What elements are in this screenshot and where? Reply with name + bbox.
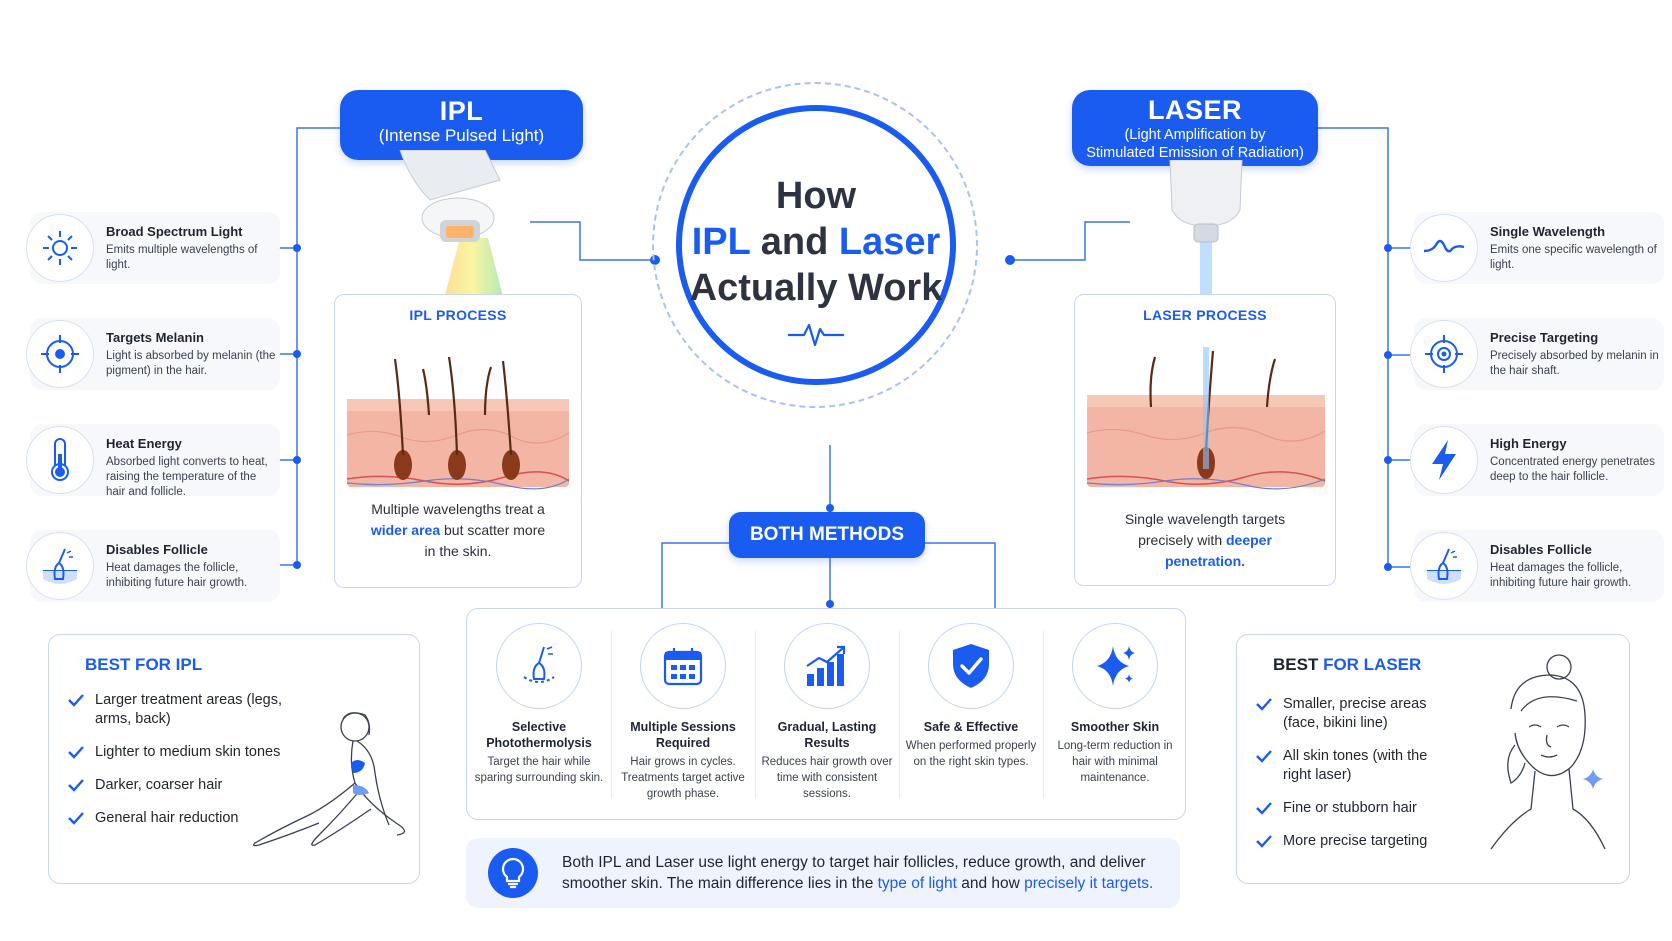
both-item-safe-effective: Safe & Effective When performed properly… bbox=[899, 609, 1043, 821]
calendar-icon bbox=[640, 623, 726, 709]
both-item-selective-photothermolysis: Selective Photothermolysis Target the ha… bbox=[467, 609, 611, 821]
check-icon bbox=[1256, 750, 1272, 763]
best-for-laser-list: Smaller, precise areas (face, bikini lin… bbox=[1255, 695, 1455, 865]
sparkle-icon bbox=[1072, 623, 1158, 709]
target-icon bbox=[26, 320, 94, 388]
check-icon bbox=[1256, 835, 1272, 848]
woman-sitting-illustration bbox=[253, 712, 406, 847]
list-item: Darker, coarser hair bbox=[67, 776, 297, 795]
both-item-gradual-results: Gradual, Lasting Results Reduces hair gr… bbox=[755, 609, 899, 821]
list-item: More precise targeting bbox=[1255, 832, 1455, 851]
both-methods-box: Selective Photothermolysis Target the ha… bbox=[466, 608, 1186, 820]
laser-skin-cross-section bbox=[1086, 347, 1326, 490]
check-icon bbox=[1256, 698, 1272, 711]
laser-feature-disables-follicle: Disables Follicle Heat damages the folli… bbox=[1410, 530, 1664, 602]
check-icon bbox=[1256, 802, 1272, 815]
center-title-circle: How IPL and Laser Actually Work bbox=[676, 105, 956, 385]
summary-note: Both IPL and Laser use light energy to t… bbox=[466, 838, 1180, 908]
check-icon bbox=[68, 812, 84, 825]
list-item: Smaller, precise areas (face, bikini lin… bbox=[1255, 695, 1455, 733]
center-title-line2: IPL and Laser bbox=[691, 221, 941, 263]
divider bbox=[1043, 631, 1044, 799]
check-icon bbox=[68, 779, 84, 792]
ipl-header: IPL (Intense Pulsed Light) bbox=[340, 90, 583, 160]
best-for-ipl-heading: BEST FOR IPL bbox=[85, 655, 203, 674]
laser-title: LASER bbox=[1147, 95, 1242, 125]
check-icon bbox=[68, 746, 84, 759]
ipl-feature-broad-spectrum: Broad Spectrum Light Emits multiple wave… bbox=[26, 212, 280, 284]
laser-process-text: Single wavelength targets precisely with… bbox=[1124, 511, 1286, 569]
laser-feature-high-energy: High Energy Concentrated energy penetrat… bbox=[1410, 424, 1664, 496]
crosshair-icon bbox=[1410, 320, 1478, 388]
center-title-line3: Actually Work bbox=[689, 267, 943, 309]
best-for-laser-box: BEST FOR LASER Smaller, precise areas (f… bbox=[1236, 634, 1630, 884]
ipl-feature-heat-energy: Heat Energy Absorbed light converts to h… bbox=[26, 424, 280, 498]
sun-icon bbox=[26, 214, 94, 282]
best-for-ipl-box: BEST FOR IPL Larger treatment areas (leg… bbox=[48, 634, 420, 884]
divider bbox=[755, 631, 756, 799]
ipl-skin-cross-section bbox=[346, 356, 570, 490]
ipl-process-box: IPL PROCESS Multiple wavelengths treat a… bbox=[334, 294, 582, 588]
ipl-process-text: Multiple wavelengths treat a wider area … bbox=[370, 501, 546, 559]
ipl-feature-disables-follicle: Disables Follicle Heat damages the folli… bbox=[26, 530, 280, 602]
wave-icon bbox=[1410, 214, 1478, 282]
both-item-multiple-sessions: Multiple Sessions Required Hair grows in… bbox=[611, 609, 755, 821]
shield-check-icon bbox=[928, 623, 1014, 709]
laser-process-heading: LASER PROCESS bbox=[1143, 307, 1267, 323]
best-for-laser-heading: BEST FOR LASER bbox=[1273, 655, 1422, 674]
ipl-feature-targets-melanin: Targets Melanin Light is absorbed by mel… bbox=[26, 318, 280, 390]
both-methods-label: BOTH METHODS bbox=[729, 512, 925, 558]
divider bbox=[611, 631, 612, 799]
pulse-icon bbox=[788, 323, 844, 347]
list-item: Fine or stubborn hair bbox=[1255, 799, 1455, 818]
laser-subtitle-2: Stimulated Emission of Radiation) bbox=[1086, 145, 1304, 161]
list-item: Larger treatment areas (legs, arms, back… bbox=[67, 691, 297, 729]
lightbulb-icon bbox=[488, 848, 538, 898]
laser-subtitle-1: (Light Amplification by bbox=[1124, 127, 1266, 143]
ipl-process-heading: IPL PROCESS bbox=[409, 307, 507, 323]
center-dashed-ring bbox=[652, 82, 978, 408]
laser-feature-precise-targeting: Precise Targeting Precisely absorbed by … bbox=[1410, 318, 1664, 390]
lightning-icon bbox=[1410, 426, 1478, 494]
list-item: Lighter to medium skin tones bbox=[67, 743, 297, 762]
follicle-beam-icon bbox=[496, 623, 582, 709]
ipl-subtitle: (Intense Pulsed Light) bbox=[378, 126, 545, 145]
best-for-ipl-list: Larger treatment areas (legs, arms, back… bbox=[67, 691, 297, 842]
woman-face-illustration bbox=[1490, 654, 1606, 850]
both-item-smoother-skin: Smoother Skin Long-term reduction in hai… bbox=[1043, 609, 1187, 821]
follicle-icon bbox=[26, 532, 94, 600]
center-title-line1: How bbox=[775, 175, 857, 217]
summary-text: Both IPL and Laser use light energy to t… bbox=[562, 854, 1154, 892]
laser-header: LASER (Light Amplification by Stimulated… bbox=[1072, 90, 1318, 166]
check-icon bbox=[68, 694, 84, 707]
list-item: General hair reduction bbox=[67, 809, 297, 828]
ipl-title: IPL bbox=[439, 96, 484, 126]
growth-chart-icon bbox=[784, 623, 870, 709]
follicle-icon bbox=[1410, 532, 1478, 600]
divider bbox=[899, 631, 900, 799]
thermometer-icon bbox=[26, 426, 94, 494]
laser-feature-single-wavelength: Single Wavelength Emits one specific wav… bbox=[1410, 212, 1664, 284]
laser-process-box: LASER PROCESS Single wavelength targets … bbox=[1074, 294, 1336, 586]
list-item: All skin tones (with the right laser) bbox=[1255, 747, 1455, 785]
